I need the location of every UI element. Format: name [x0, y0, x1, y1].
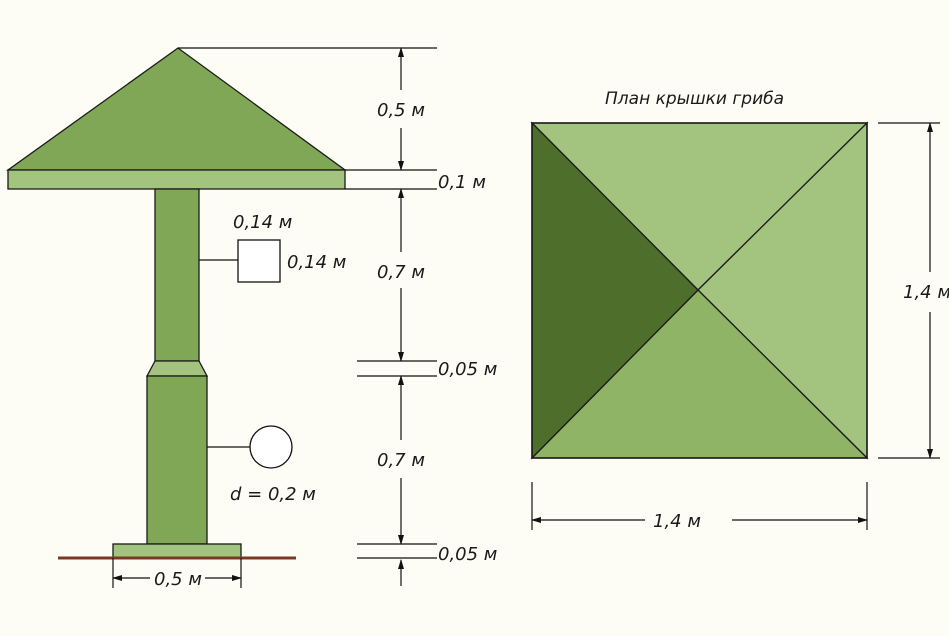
- plan-title: План крышки гриба: [605, 89, 784, 109]
- lower-section-circle: [249, 425, 293, 469]
- plan-outline: [531, 122, 868, 459]
- base-width-label: 0,5 м: [154, 569, 202, 590]
- plan-depth-label: 1,4 м: [903, 282, 949, 303]
- upper-section-width-label: 0,14 м: [233, 212, 292, 233]
- lower-post-height-label: 0,7 м: [377, 450, 425, 471]
- base-plate-label: 0,05 м: [438, 544, 497, 565]
- upper-post-height-label: 0,7 м: [377, 262, 425, 283]
- plan-width-label: 1,4 м: [653, 511, 701, 532]
- upper-section-depth-label: 0,14 м: [287, 252, 346, 273]
- cap-board-label: 0,1 м: [438, 172, 486, 193]
- cap-height-label: 0,5 м: [377, 100, 425, 121]
- vertical-dimensions: 0,5 м 0,1 м 0,7 м 0,05 м 0,7 м 0,05 м: [178, 47, 497, 586]
- lower-post: [146, 375, 208, 545]
- plan-view: План крышки гриба 1,4 м 1,4 м: [530, 89, 949, 532]
- upper-joint-label: 0,05 м: [438, 359, 497, 380]
- upper-post: [154, 188, 200, 362]
- post-joint: [145, 360, 209, 377]
- lower-diameter-label: d = 0,2 м: [230, 484, 316, 505]
- upper-section-square: [237, 239, 281, 283]
- cap-board: [7, 169, 346, 190]
- cap-roof: [5, 47, 347, 171]
- base-plate: [112, 543, 242, 559]
- side-view: 0,14 м 0,14 м d = 0,2 м 0,5 м: [5, 47, 347, 590]
